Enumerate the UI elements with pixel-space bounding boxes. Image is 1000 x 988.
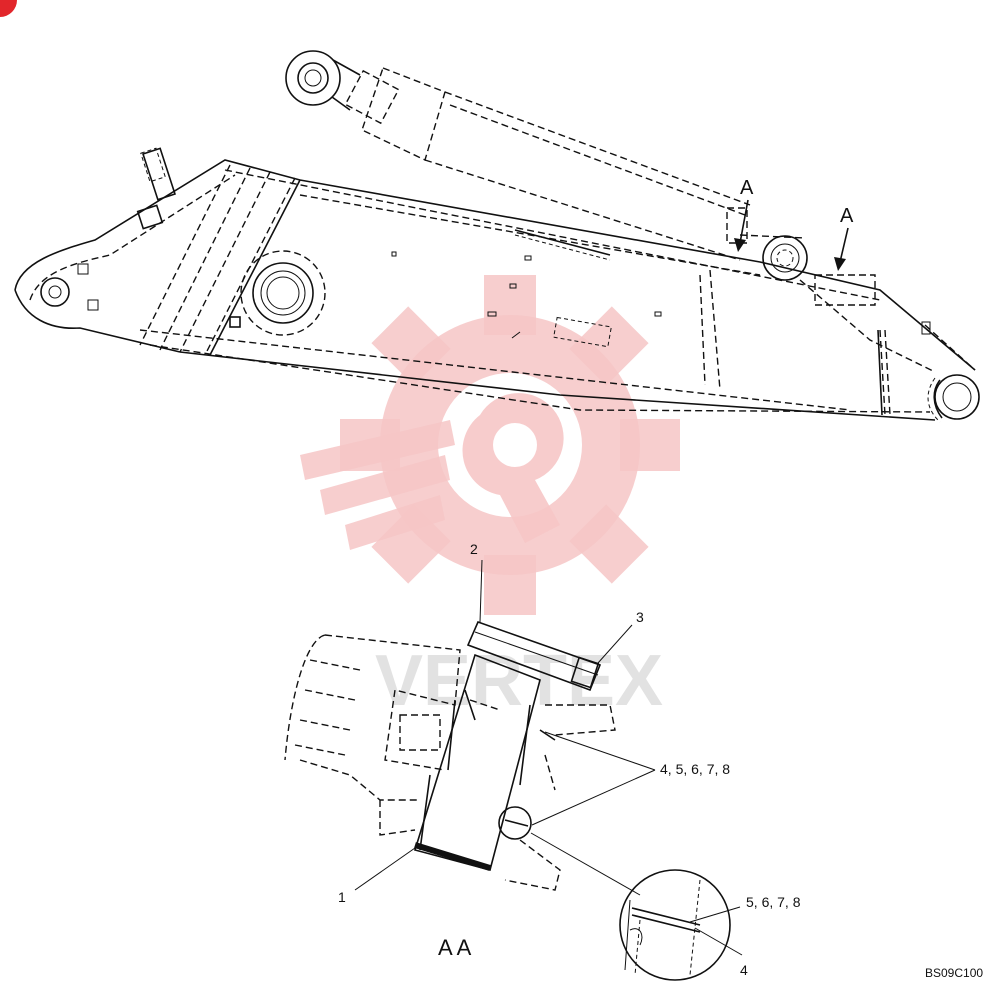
drawing-code: BS09C100 — [925, 966, 983, 980]
callout-leaders — [354, 559, 743, 956]
magnified-detail — [619, 869, 731, 981]
view-arrow-right: A — [834, 205, 854, 271]
excavator-arm — [14, 147, 980, 423]
view-marker-left: A — [740, 177, 754, 199]
watermark-gear-logo: VERTEX — [300, 275, 680, 721]
callout-2: 2 — [470, 541, 478, 557]
callout-4-8: 4, 5, 6, 7, 8 — [660, 761, 730, 777]
view-arrow-left: A — [734, 177, 754, 252]
watermark-text: VERTEX — [375, 641, 663, 721]
view-marker-right: A — [840, 205, 854, 227]
arm-cylinder — [285, 50, 751, 261]
section-title: AA — [438, 935, 475, 960]
callout-4: 4 — [740, 962, 748, 978]
section-detail — [284, 620, 616, 891]
callout-5-8: 5, 6, 7, 8 — [746, 894, 801, 910]
callout-1: 1 — [338, 889, 346, 905]
corner-badge — [0, 0, 17, 17]
callout-3: 3 — [636, 609, 644, 625]
